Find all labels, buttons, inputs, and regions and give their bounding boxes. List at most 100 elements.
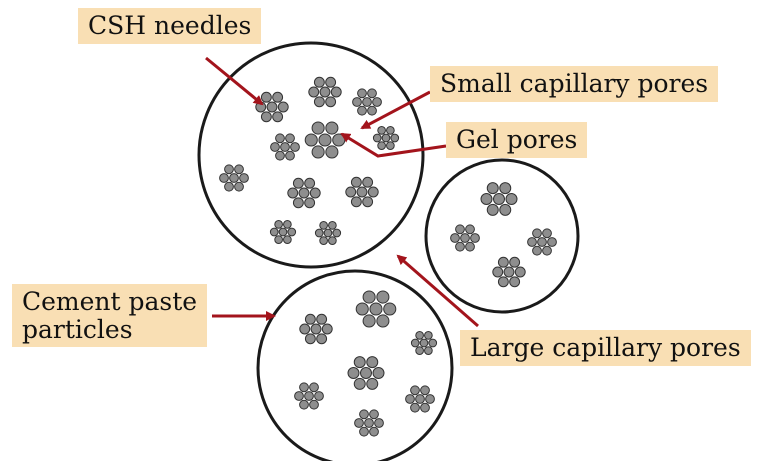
gel-particle: [300, 383, 309, 392]
gel-particle: [348, 368, 359, 379]
gel-particle: [363, 98, 372, 107]
gel-particle: [329, 237, 337, 245]
gel-particle: [425, 347, 433, 355]
gel-particle: [373, 134, 381, 142]
gel-particle: [320, 87, 330, 97]
gel-particle: [261, 92, 271, 102]
gel-particle: [309, 87, 319, 97]
gel-particle: [293, 178, 303, 188]
gel-particle: [312, 122, 324, 134]
gel-particle: [416, 395, 425, 404]
gel-particle: [368, 187, 378, 197]
gel-particle: [225, 165, 234, 174]
gel-particle: [421, 386, 430, 395]
gel-particle: [548, 238, 557, 247]
gel-particle: [360, 427, 369, 436]
gel-particle: [498, 257, 508, 267]
gel-particle: [299, 188, 309, 198]
gel-particle: [305, 134, 317, 146]
gel-particle: [275, 236, 283, 244]
gel-particle: [487, 183, 498, 194]
gel-particle: [378, 127, 386, 135]
gel-particle: [293, 198, 303, 208]
gel-particle: [538, 238, 547, 247]
gel-particle: [354, 378, 365, 389]
gel-particle: [498, 277, 508, 287]
gel-particle: [365, 419, 374, 428]
gel-particle: [317, 334, 327, 344]
gel-particle: [276, 151, 285, 160]
gel-particle: [481, 194, 492, 205]
gel-particle: [333, 229, 341, 237]
gel-particle: [356, 303, 368, 315]
gel-particle: [355, 419, 364, 428]
gel-particle: [305, 198, 315, 208]
gel-particle: [361, 368, 372, 379]
gel-particle: [329, 222, 337, 230]
gel-particle: [363, 177, 373, 187]
gel-particle: [411, 403, 420, 412]
gel-particle: [270, 228, 278, 236]
gel-particle: [406, 395, 415, 404]
gel-particle: [377, 315, 389, 327]
gel-particle: [360, 410, 369, 419]
gel-particle: [373, 368, 384, 379]
gel-particle: [373, 98, 382, 107]
gel-particle: [288, 228, 296, 236]
gel-particle: [281, 143, 290, 152]
gel-particle: [288, 188, 298, 198]
gel-particle: [284, 236, 292, 244]
gel-particle: [322, 324, 332, 334]
gel-particle: [314, 97, 324, 107]
gel-particle: [324, 229, 332, 237]
gel-particle: [471, 234, 480, 243]
gel-particle: [368, 106, 377, 115]
gel-particle: [426, 395, 435, 404]
gel-particle: [291, 143, 300, 152]
gel-particle: [461, 234, 470, 243]
gel-particle: [543, 229, 552, 238]
gel-particle: [391, 134, 399, 142]
gel-particle: [315, 229, 323, 237]
gel-particle: [351, 197, 361, 207]
gel-particle: [305, 392, 314, 401]
gel-particle: [466, 242, 475, 251]
gel-particle: [387, 142, 395, 150]
gel-particle: [456, 225, 465, 234]
gel-particle: [312, 146, 324, 158]
gel-particle: [416, 347, 424, 355]
label-cement-paste-particles: Cement paste particles: [12, 284, 207, 347]
gel-particle: [375, 419, 384, 428]
gel-particle: [275, 221, 283, 229]
gel-particle: [305, 334, 315, 344]
gel-particle: [326, 97, 336, 107]
gel-particle: [326, 122, 338, 134]
gel-particle: [528, 238, 537, 247]
gel-particle: [279, 228, 287, 236]
gel-particle: [317, 314, 327, 324]
gel-particle: [311, 324, 321, 334]
label-csh-needles: CSH needles: [78, 8, 261, 44]
gel-particle: [416, 332, 424, 340]
gel-particle: [319, 134, 331, 146]
gel-particle: [295, 392, 304, 401]
gel-particle: [368, 89, 377, 98]
gel-particle: [384, 303, 396, 315]
gel-particle: [310, 383, 319, 392]
gel-particle: [504, 267, 514, 277]
gel-particle: [358, 89, 367, 98]
gel-particle: [370, 427, 379, 436]
gel-particle: [456, 242, 465, 251]
gel-particle: [363, 291, 375, 303]
gel-particle: [286, 134, 295, 143]
gel-particle: [510, 277, 520, 287]
gel-particle: [305, 314, 315, 324]
gel-particle: [284, 221, 292, 229]
gel-particle: [515, 267, 525, 277]
gel-particle: [451, 234, 460, 243]
gel-particle: [278, 102, 288, 112]
gel-particle: [466, 225, 475, 234]
gel-particle: [425, 332, 433, 340]
gel-particle: [353, 98, 362, 107]
gel-particle: [378, 142, 386, 150]
